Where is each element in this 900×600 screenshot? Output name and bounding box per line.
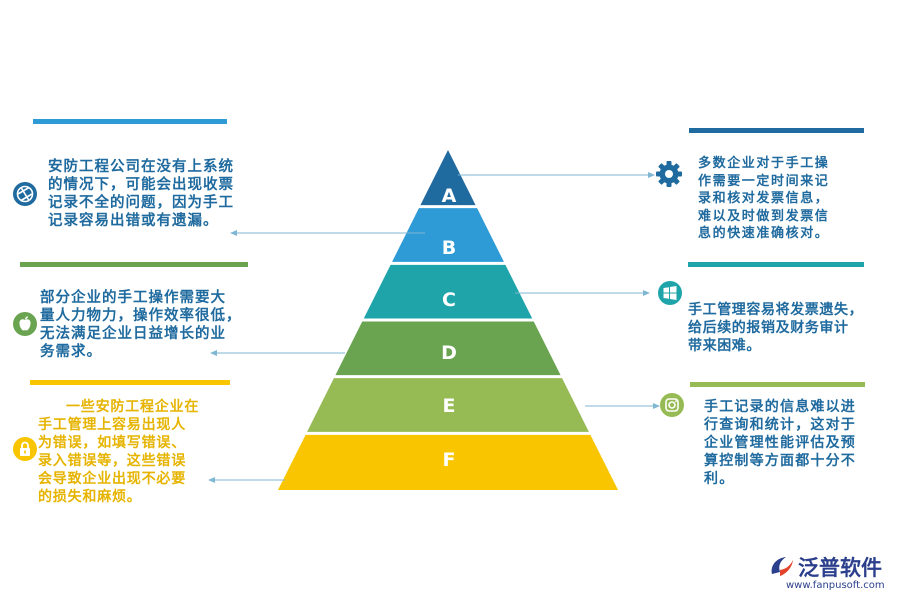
divider-right-3 (690, 382, 865, 387)
note-right-1-line: 录和核对发票信息， (698, 191, 830, 206)
note-right-3-line: 手工记录的信息难以进 (704, 399, 856, 415)
note-left-3: 一些安防工程企业在 手工管理上容易出现人 为错误，如填写错误、 录入错误等，这些… (38, 398, 199, 506)
pyramid-level-d (335, 321, 561, 376)
apple-icon (13, 312, 37, 336)
note-right-1-line: 作需要一定时间来记 (698, 173, 830, 189)
note-left-2-line: 无法满足企业日益增长的业 (40, 326, 226, 342)
note-right-2-line: 给后续的报销及财务审计 (688, 320, 849, 336)
note-right-1-line: 难以及时做到发票信 (698, 208, 830, 224)
note-left-3-line: 为错误，如填写错误、 (38, 435, 186, 451)
pyramid-level-f-label: F (442, 449, 456, 471)
pyramid-level-d-label: D (441, 342, 457, 364)
note-left-2-line: 部分企业的手工操作需要大 (40, 290, 226, 306)
camera-icon (660, 393, 684, 417)
lock-icon (13, 437, 37, 461)
pyramid-level-b-label: B (441, 237, 457, 259)
divider-left-2 (20, 262, 248, 267)
note-right-3-line: 算控制等方面都十分不 (704, 453, 856, 469)
note-left-1-line: 记录不全的问题，因为手工 (48, 195, 234, 211)
note-right-1-line: 息的快速准确核对。 (698, 226, 830, 241)
note-left-3-line: 手工管理上容易出现人 (38, 417, 186, 433)
note-right-1-line: 多数企业对于手工操 (698, 156, 830, 171)
note-left-3-line: 的损失和麻烦。 (38, 489, 142, 505)
note-right-2: 手工管理容易将发票遗失， 给后续的报销及财务审计 带来困难。 (688, 301, 863, 355)
pyramid-level-e-label: E (442, 395, 456, 417)
note-left-2: 部分企业的手工操作需要大 量人力物力，操作效率很低， 无法满足企业日益增长的业 … (40, 289, 242, 361)
brand-logo: 泛普软件 www.fanpusoft.com (768, 552, 893, 596)
note-left-3-line: 会导致企业出现不必要 (38, 471, 186, 487)
note-left-1-line: 的情况下，可能会出现收票 (48, 177, 234, 193)
note-left-1-line: 安防工程公司在没有上系统 (48, 159, 234, 175)
note-left-3-line: 一些安防工程企业在 (66, 399, 200, 415)
pyramid-level-a (420, 150, 476, 206)
pyramid-level-a-label: A (441, 185, 457, 207)
brand-mark-icon (771, 557, 793, 576)
divider-right-2 (688, 262, 864, 267)
gear-icon (656, 161, 682, 187)
note-left-2-line: 务需求。 (40, 344, 102, 360)
divider-right-1 (689, 128, 864, 133)
pyramid-level-c-label: C (442, 289, 456, 311)
note-left-3-line: 录入错误等，这些错误 (38, 453, 186, 469)
pyramid-level-c (363, 264, 533, 319)
note-right-3: 手工记录的信息难以进 行查询和统计，这对于 企业管理性能评估及预 算控制等方面都… (704, 398, 856, 488)
brand-name: 泛普软件 (798, 556, 882, 580)
windows-icon (658, 281, 682, 305)
note-right-1: 多数企业对于手工操 作需要一定时间来记 录和核对发票信息， 难以及时做到发票信 … (698, 155, 829, 243)
note-left-2-line: 量人力物力，操作效率很低， (40, 308, 242, 324)
divider-left-1 (33, 119, 227, 124)
aperture-icon (13, 182, 37, 206)
note-right-2-line: 手工管理容易将发票遗失， (688, 302, 864, 318)
pyramid-level-e (307, 378, 589, 432)
note-right-3-line: 利。 (704, 471, 735, 487)
brand-url: www.fanpusoft.com (786, 580, 885, 591)
pyramid-level-b (392, 208, 504, 262)
note-right-2-line: 带来困难。 (688, 338, 761, 354)
pyramid-level-f (278, 434, 618, 490)
note-left-1-line: 记录容易出错或有遗漏。 (48, 213, 219, 229)
divider-left-3 (30, 380, 230, 385)
note-left-1: 安防工程公司在没有上系统 的情况下，可能会出现收票 记录不全的问题，因为手工 记… (48, 158, 234, 230)
note-right-3-line: 企业管理性能评估及预 (704, 435, 856, 451)
note-right-3-line: 行查询和统计，这对于 (704, 417, 856, 433)
